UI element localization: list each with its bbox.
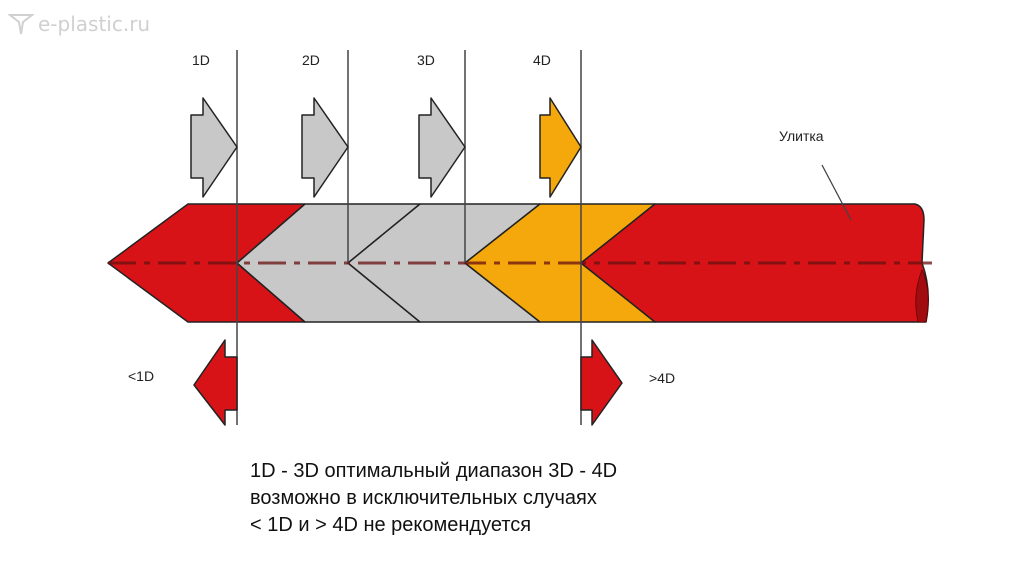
label-4d: 4D [533,52,551,68]
label-screw: Улитка [779,128,824,144]
label-1d: 1D [192,52,210,68]
logo-icon [8,14,34,35]
screw-end-hatch [915,269,929,323]
arrow-more-4d-icon [580,339,623,426]
caption-line: < 1D и > 4D не рекомендуется [250,514,532,536]
label-more-4d: >4D [649,370,676,386]
caption-line: возможно в исключительных случаях [250,487,597,509]
arrow-4d-icon [539,97,582,198]
caption-line: 1D - 3D оптимальный диапазон 3D - 4D [250,460,618,482]
arrow-less-1d-icon [193,339,238,426]
watermark-text: e-plastic.ru [38,12,151,36]
label-less-1d: <1D [128,368,155,384]
watermark: e-plastic.ru [8,12,150,36]
arrow-3d-icon [418,97,466,198]
caption: 1D - 3D оптимальный диапазон 3D - 4D воз… [250,458,617,539]
arrow-1d-icon [190,97,238,198]
arrow-2d-icon [301,97,349,198]
screw-leader-line [821,164,852,221]
label-2d: 2D [302,52,320,68]
label-3d: 3D [417,52,435,68]
